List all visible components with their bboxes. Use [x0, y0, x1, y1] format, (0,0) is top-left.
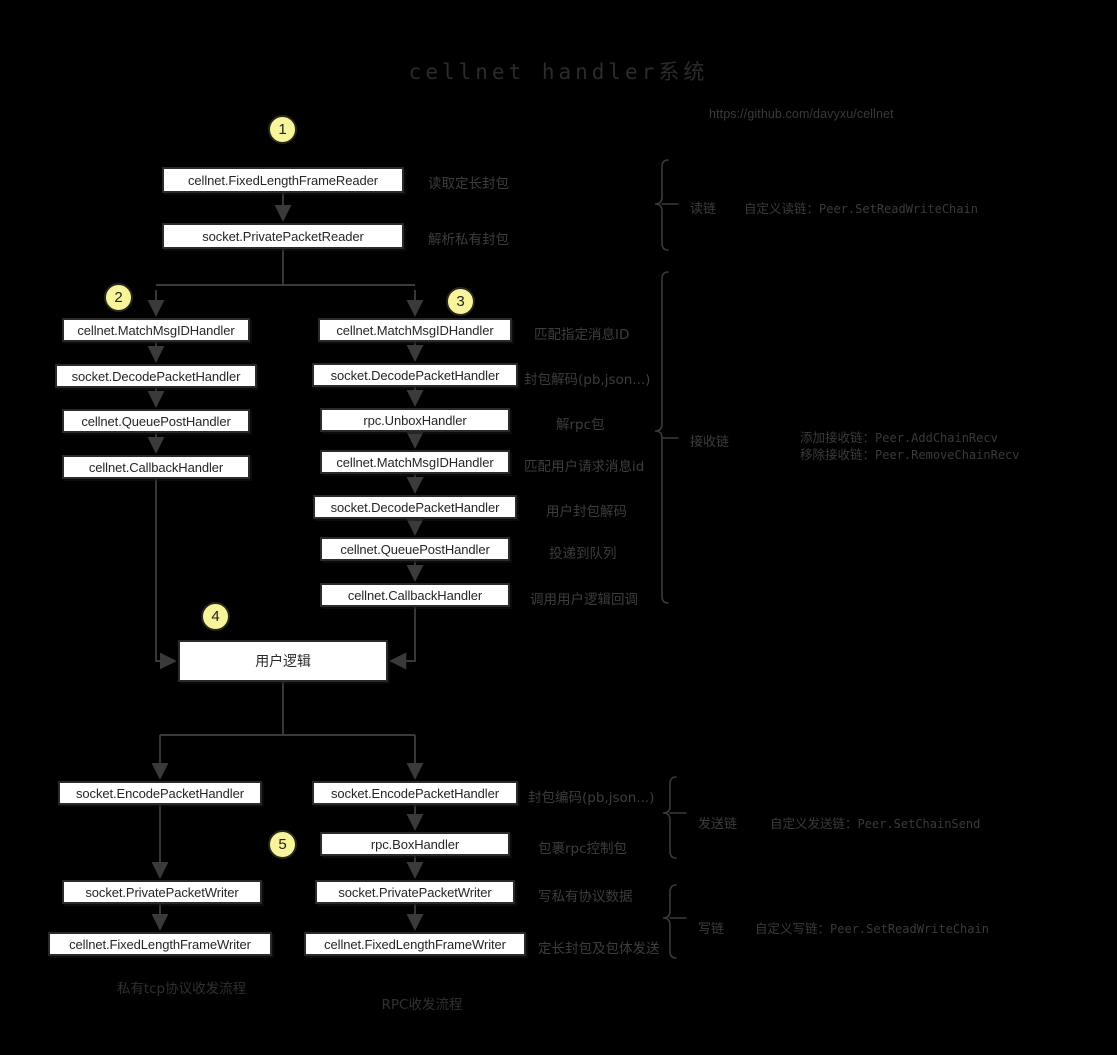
brace-api-read-mono: Peer.SetReadWriteChain — [819, 202, 978, 216]
step-badge-5: 5 — [268, 830, 297, 859]
step-badge-1: 1 — [268, 115, 297, 144]
brace-api-read-chain: 自定义读链：Peer.SetReadWriteChain — [744, 198, 978, 217]
note-invoke-user-callback: 调用用户逻辑回调 — [530, 592, 638, 608]
brace-api-send-chain: 自定义发送链：Peer.SetChainSend — [770, 813, 980, 832]
node-rpc-unbox[interactable]: rpc.UnboxHandler — [320, 408, 510, 432]
node-private-packet-reader[interactable]: socket.PrivatePacketReader — [162, 223, 404, 249]
node-rpc-box[interactable]: rpc.BoxHandler — [320, 832, 510, 856]
brace-api-read-prefix: 自定义读链： — [744, 201, 820, 216]
caption-rpc-flow: RPC收发流程 — [381, 997, 463, 1013]
node-mid-match-user-msgid[interactable]: cellnet.MatchMsgIDHandler — [320, 450, 510, 474]
repo-url: https://github.com/davyxu/cellnet — [709, 107, 894, 121]
brace-label-write-chain: 写链 — [698, 922, 725, 937]
step-badge-2: 2 — [104, 283, 133, 312]
node-left-decode-packet[interactable]: socket.DecodePacketHandler — [55, 364, 257, 388]
brace-api-write-mono: Peer.SetReadWriteChain — [830, 922, 989, 936]
node-mid-private-packet-writer[interactable]: socket.PrivatePacketWriter — [315, 880, 515, 904]
node-mid-encode-packet[interactable]: socket.EncodePacketHandler — [312, 781, 518, 805]
brace-label-send-chain: 发送链 — [698, 817, 738, 832]
note-match-user-msgid: 匹配用户请求消息id — [524, 459, 645, 475]
node-mid-fixed-length-frame-writer[interactable]: cellnet.FixedLengthFrameWriter — [304, 932, 526, 956]
brace-api-write-prefix: 自定义写链： — [755, 921, 831, 936]
brace-api-recv-add-mono: Peer.AddChainRecv — [875, 431, 998, 445]
brace-label-recv-chain: 接收链 — [690, 435, 730, 450]
note-box-rpc: 包裹rpc控制包 — [538, 841, 628, 857]
brace-api-recv-remove: 移除接收链：Peer.RemoveChainRecv — [800, 444, 1020, 463]
node-mid-decode-user-packet[interactable]: socket.DecodePacketHandler — [313, 495, 517, 519]
note-parse-private-packet: 解析私有封包 — [428, 232, 509, 248]
step-badge-4: 4 — [201, 602, 230, 631]
note-read-fixed-frame: 读取定长封包 — [428, 176, 509, 192]
node-mid-queue-post[interactable]: cellnet.QueuePostHandler — [320, 537, 510, 561]
node-left-encode-packet[interactable]: socket.EncodePacketHandler — [58, 781, 262, 805]
brace-api-recv-remove-prefix: 移除接收链： — [800, 447, 876, 462]
brace-api-recv-add-prefix: 添加接收链： — [800, 430, 876, 445]
node-user-logic[interactable]: 用户逻辑 — [178, 640, 388, 682]
brace-api-recv-remove-mono: Peer.RemoveChainRecv — [875, 448, 1020, 462]
note-post-to-queue: 投递到队列 — [549, 546, 617, 562]
brace-api-write-chain: 自定义写链：Peer.SetReadWriteChain — [755, 918, 989, 937]
node-left-queue-post[interactable]: cellnet.QueuePostHandler — [62, 409, 250, 433]
note-encode-packet: 封包编码(pb,json...) — [528, 790, 655, 806]
node-fixed-length-frame-reader[interactable]: cellnet.FixedLengthFrameReader — [162, 167, 404, 193]
note-decode-packet: 封包解码(pb,json...) — [524, 372, 651, 388]
node-mid-decode-packet[interactable]: socket.DecodePacketHandler — [312, 363, 518, 387]
node-left-private-packet-writer[interactable]: socket.PrivatePacketWriter — [62, 880, 262, 904]
brace-api-send-prefix: 自定义发送链： — [770, 816, 858, 831]
note-send-fixed-frame: 定长封包及包体发送 — [538, 941, 660, 957]
node-mid-match-msgid[interactable]: cellnet.MatchMsgIDHandler — [318, 318, 512, 342]
step-badge-3: 3 — [446, 287, 475, 316]
note-decode-user-packet: 用户封包解码 — [546, 504, 627, 520]
node-left-match-msgid[interactable]: cellnet.MatchMsgIDHandler — [62, 318, 250, 342]
brace-api-send-mono: Peer.SetChainSend — [857, 817, 981, 831]
brace-api-recv-add: 添加接收链：Peer.AddChainRecv — [800, 427, 998, 446]
caption-tcp-flow: 私有tcp协议收发流程 — [116, 981, 247, 997]
note-match-msgid: 匹配指定消息ID — [534, 327, 630, 343]
node-left-fixed-length-frame-writer[interactable]: cellnet.FixedLengthFrameWriter — [48, 932, 272, 956]
node-left-callback[interactable]: cellnet.CallbackHandler — [62, 455, 250, 479]
node-mid-callback[interactable]: cellnet.CallbackHandler — [320, 583, 510, 607]
brace-label-read-chain: 读链 — [690, 202, 717, 217]
note-unbox-rpc: 解rpc包 — [556, 417, 605, 433]
page-title: cellnet handler系统 — [408, 60, 709, 84]
note-write-private-protocol: 写私有协议数据 — [538, 889, 633, 905]
